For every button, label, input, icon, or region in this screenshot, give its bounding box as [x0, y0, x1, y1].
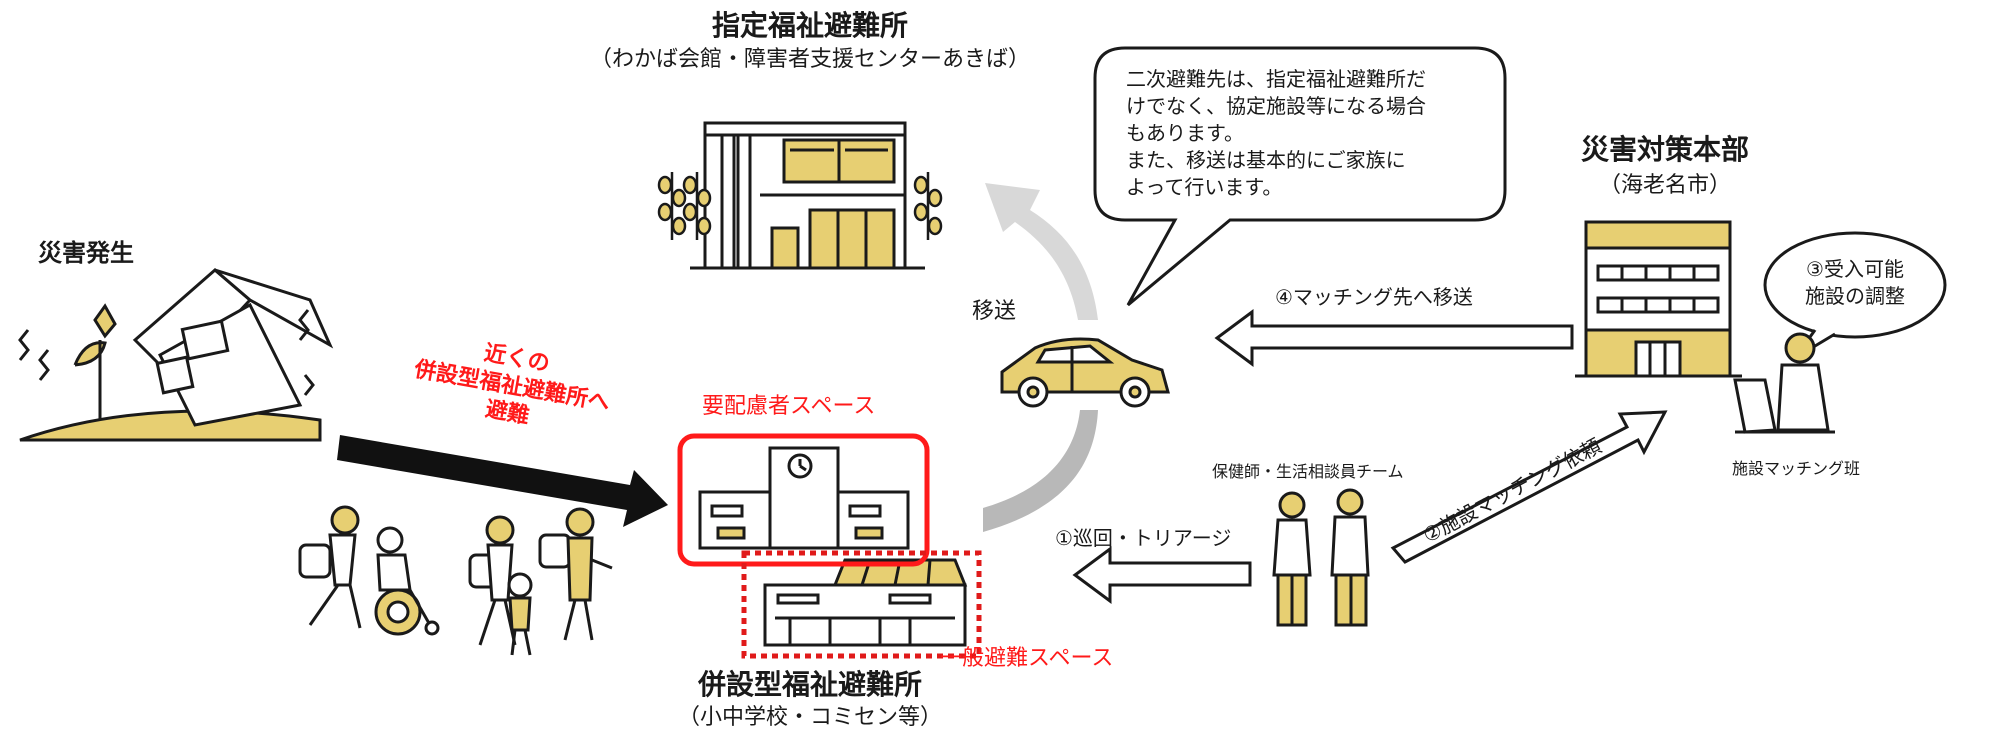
- hq-subtitle: （海老名市）: [1598, 173, 1731, 198]
- car-illustration: [1000, 337, 1170, 408]
- matching-team-label: 施設マッチング班: [1732, 459, 1861, 478]
- move-arrow: [1214, 309, 1574, 367]
- adjust-line-1: ③受入可能: [1806, 257, 1904, 281]
- general-space-frame: [741, 550, 982, 659]
- disaster-label: 災害発生: [38, 239, 134, 267]
- evacuees-illustration: [298, 505, 613, 656]
- transport-arc: [983, 410, 1098, 532]
- matching-team-illustration: [1733, 332, 1835, 434]
- patrol-arrow: [1072, 546, 1252, 604]
- note-line-5: よって行います。: [1126, 175, 1283, 199]
- transport-label: 移送: [972, 299, 1017, 324]
- adjust-line-2: 施設の調整: [1805, 284, 1905, 308]
- designated-shelter-title: 指定福祉避難所: [711, 9, 908, 42]
- tree-left-1: [657, 172, 687, 240]
- note-line-1: 二次避難先は、指定福祉避難所だ: [1126, 67, 1426, 91]
- school-building-upper: [698, 446, 910, 550]
- request-arrow: [1390, 410, 1668, 564]
- hq-title: 災害対策本部: [1580, 133, 1749, 166]
- evacuate-arrow: [337, 435, 668, 527]
- combined-shelter-subtitle: （小中学校・コミセン等）: [677, 705, 942, 730]
- general-space-label: 一般避難スペース: [940, 646, 1114, 671]
- tree-right: [913, 172, 943, 240]
- note-line-3: もあります。: [1126, 121, 1244, 145]
- designated-shelter-subtitle: （わかば会館・障害者支援センターあきば）: [589, 47, 1030, 72]
- note-speech-bubble: [1093, 46, 1507, 307]
- transport-arc-upper: [985, 183, 1098, 320]
- move-step-label: ④マッチング先へ移送: [1275, 285, 1473, 309]
- note-line-4: また、移送は基本的にご家族に: [1126, 148, 1406, 172]
- school-building-lower: [763, 558, 968, 647]
- adjust-text: ③受入可能 施設の調整: [1785, 256, 1925, 310]
- note-line-2: けでなく、協定施設等になる場合: [1126, 94, 1426, 118]
- note-text: 二次避難先は、指定福祉避難所だ けでなく、協定施設等になる場合 もあります。 ま…: [1126, 66, 1426, 201]
- collapsed-house-illustration: [18, 268, 334, 442]
- health-team-label: 保健師・生活相談員チーム: [1212, 462, 1404, 481]
- patrol-step-label: ①巡回・トリアージ: [1055, 526, 1232, 550]
- priority-space-label: 要配慮者スペース: [702, 394, 876, 419]
- designated-shelter-building: [690, 121, 925, 270]
- health-team-illustration: [1272, 488, 1370, 627]
- tree-left-2: [682, 172, 712, 240]
- hq-building: [1575, 220, 1742, 378]
- combined-shelter-title: 併設型福祉避難所: [697, 668, 922, 701]
- priority-space-frame: [677, 433, 930, 567]
